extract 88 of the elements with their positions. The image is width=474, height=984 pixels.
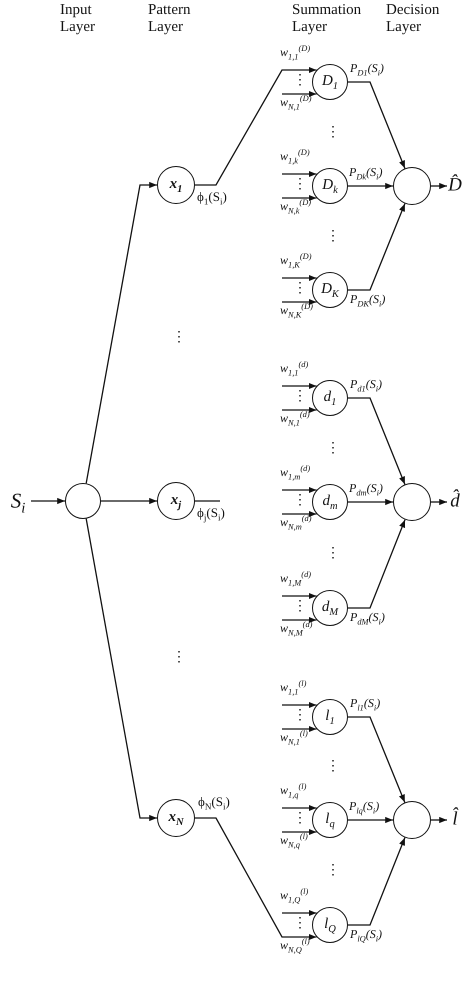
edge-label: P$_{DK}$(S$_{i}$) [350,293,386,306]
arrow [282,592,317,600]
arrow [282,910,317,916]
neuron-circle: l$_{1}$ [312,699,348,735]
arrow [431,816,447,824]
vertical-ellipsis: ⋮ [293,281,307,297]
arrow [348,182,393,190]
neuron-circle: d$_{1}$ [312,380,348,416]
vertical-ellipsis: ⋮ [326,125,340,141]
function-label: ϕ$_{N}$(S$_{i}$) [198,795,230,810]
arrow [282,298,317,306]
vertical-ellipsis: ⋮ [293,811,307,827]
layer-heading: Pattern Layer [148,2,192,35]
neuron-circle: d$_{m}$ [312,484,348,520]
vertical-ellipsis: ⋮ [326,546,340,562]
vertical-ellipsis: ⋮ [326,863,340,879]
neuron-circle: x$_{N}$ [157,799,195,837]
math-symbol: l̂ [452,810,458,830]
vertical-ellipsis: ⋮ [293,916,307,932]
arrow [282,726,317,732]
neuron-circle [393,483,431,521]
arrow [282,170,317,178]
edge-label: P$_{l1}$(S$_{i}$) [350,697,380,710]
arrow [282,274,317,282]
edge-label: P$_{Dk}$(S$_{i}$) [349,166,382,180]
arrow [195,66,317,186]
neuron-circle: D$_{k}$ [312,168,348,204]
vertical-ellipsis: ⋮ [293,177,307,193]
layer-heading: Input Layer [60,2,96,35]
arrow [282,382,317,390]
function-label: ϕ$_{1}$(S$_{i}$) [197,190,227,204]
arrow [348,837,406,926]
layer-heading: Summation Layer [292,2,362,35]
neuron-circle: x$_{j}$ [157,482,195,520]
arrow [282,486,317,494]
arrow [431,498,447,506]
arrow [195,817,317,940]
layer-heading: Decision Layer [386,2,440,35]
vertical-ellipsis: ⋮ [293,599,307,615]
vertical-ellipsis: ⋮ [326,759,340,775]
arrow [282,702,317,708]
arrow [86,518,157,822]
arrow [348,81,406,169]
edge-label: P$_{d1}$(S$_{i}$) [350,378,382,392]
arrow [348,397,406,485]
arrow [282,510,317,518]
arrow [86,182,157,484]
neuron-circle: l$_{Q}$ [312,907,348,943]
neuron-circle [393,167,431,205]
vertical-ellipsis: ⋮ [293,73,307,89]
neuron-circle: d$_{M}$ [312,590,348,626]
arrow [348,519,406,609]
arrow [31,498,65,504]
neuron-circle: D$_{K}$ [312,272,348,308]
arrow [101,498,157,504]
edge-label: P$_{D1}$(S$_{i}$) [350,62,384,76]
arrow [282,90,317,98]
neuron-circle [393,801,431,839]
vertical-ellipsis: ⋮ [326,229,340,245]
neuron-circle: x$_{1}$ [157,166,195,204]
arrow [348,816,393,824]
math-symbol: D̂ [448,176,462,196]
vertical-ellipsis: ⋮ [293,493,307,509]
edge-label: P$_{lq}$(S$_{i}$) [349,800,380,814]
vertical-ellipsis: ⋮ [293,389,307,405]
vertical-ellipsis: ⋮ [293,708,307,724]
arrow [282,194,317,202]
arrow [282,804,317,812]
vertical-ellipsis: ⋮ [326,441,340,457]
edge-label: P$_{dm}$(S$_{i}$) [349,482,383,496]
math-symbol: S$_{i}$ [10,489,26,513]
neuron-circle: l$_{q}$ [312,802,348,838]
arrow [282,406,317,414]
arrow [348,716,406,803]
arrow [282,828,317,836]
neuron-circle [65,483,101,519]
arrow [431,182,447,190]
neuron-circle: D$_{1}$ [312,64,348,100]
arrow [348,498,393,506]
vertical-ellipsis: ⋮ [172,330,186,346]
arrow [282,616,317,624]
arrow [348,203,406,291]
edge-label: P$_{dM}$(S$_{i}$) [350,611,385,624]
vertical-ellipsis: ⋮ [172,650,186,666]
edge-label: P$_{lQ}$(S$_{i}$) [350,928,382,942]
function-label: ϕ$_{j}$(S$_{i}$) [197,506,225,520]
connector-line [195,500,220,502]
math-symbol: d̂ [450,492,460,512]
